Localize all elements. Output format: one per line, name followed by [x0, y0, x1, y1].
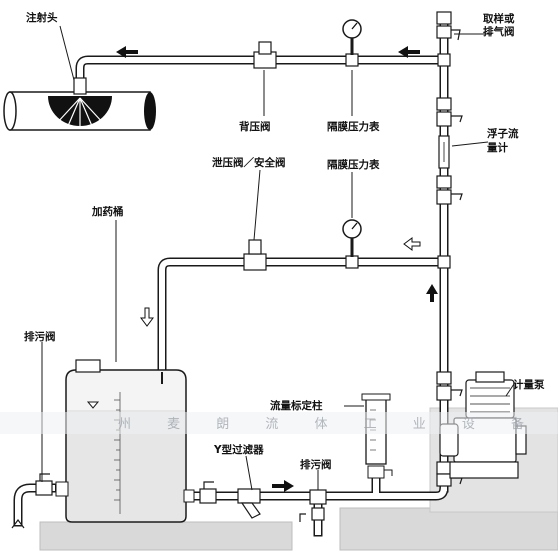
labels: 注射头 背压阀 隔膜压力表 取样或 排气阀 浮子流 量计 泄压阀／安全阀 隔膜压… [24, 11, 545, 471]
flow-up-arrow [426, 284, 438, 302]
flow-left-arrow-2 [398, 46, 420, 58]
pressure-gauge-top [342, 19, 362, 55]
calibration-column-body [361, 393, 393, 479]
label-metering-pump: 计量泵 [513, 378, 545, 391]
label-relief-safety-valve: 泄压阀／安全阀 [212, 156, 286, 169]
label-gauge-top: 隔膜压力表 [327, 120, 380, 133]
label-drain-valve-bottom: 排污阀 [300, 458, 332, 471]
label-sampling-vent-line1: 取样或 [483, 12, 515, 25]
watermark: 州 麦 朗 流 体 工 业 设 备 有 限 公 司 [0, 412, 558, 434]
pressure-gauge-mid [342, 219, 362, 257]
drain-valve-bottom-body [299, 489, 327, 522]
watermark-text: 州 麦 朗 流 体 工 业 设 备 有 限 公 司 [118, 416, 558, 432]
dosing-tank [55, 359, 195, 523]
label-y-strainer: Y型过滤器 [213, 443, 264, 456]
flow-down-outline-arrow [140, 307, 154, 327]
riser-valves [436, 11, 463, 487]
label-sampling-vent-line2: 排气阀 [483, 25, 515, 38]
flow-left-arrow-1 [116, 46, 138, 58]
fittings [243, 41, 451, 271]
flow-arrows [116, 46, 438, 492]
label-back-pressure-valve: 背压阀 [239, 120, 271, 133]
drain-valve-left-body [11, 473, 53, 529]
label-float-flowmeter-line1: 浮子流 [487, 127, 519, 140]
label-dosing-tank: 加药桶 [91, 205, 124, 218]
label-injector: 注射头 [26, 11, 58, 24]
injection-main-pipe [3, 77, 156, 131]
label-gauge-mid: 隔膜压力表 [327, 158, 380, 171]
flow-left-outline-arrow [403, 237, 421, 251]
label-drain-valve-left: 排污阀 [24, 330, 56, 343]
flow-right-arrow [272, 480, 294, 492]
label-calibration-column: 流量标定柱 [270, 399, 323, 412]
y-strainer-body [199, 481, 261, 519]
label-float-flowmeter-line2: 量计 [487, 141, 508, 154]
